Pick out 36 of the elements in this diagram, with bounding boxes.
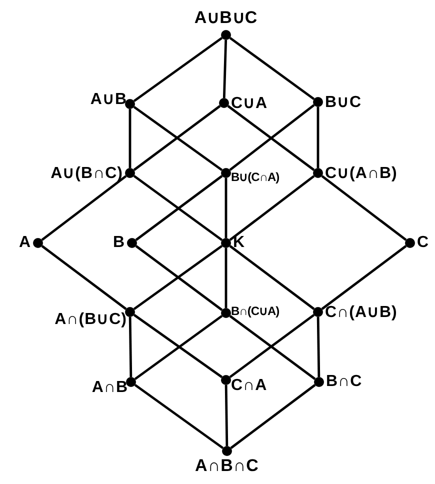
lattice-edge [316, 316, 320, 378]
lattice-edge [222, 40, 228, 98]
lattice-edge [41, 175, 127, 241]
vertex-label: K [233, 234, 246, 252]
lattice-edge [128, 109, 132, 168]
vertex-label: A∪(B∩C) [50, 164, 123, 183]
vertex-label: C∪(A∩B) [325, 164, 398, 183]
vertex-label: A∩B [92, 379, 128, 397]
vertex-label: A∩(B∪C) [54, 310, 127, 329]
vertex-label: C∩(A∪B) [325, 303, 398, 322]
lattice-edge [229, 245, 315, 310]
vertex-label: B∩C [326, 373, 362, 391]
vertex-label: B∪C [325, 93, 362, 112]
lattice-edge [229, 175, 315, 241]
lattice-edge [133, 36, 223, 102]
vertex-label: C∩A [231, 377, 268, 395]
vertex-label: C [417, 234, 430, 252]
lattice-edge [41, 245, 127, 310]
lattice-edge [321, 245, 407, 310]
vertex-label: A∪B [90, 90, 127, 109]
vertex-label: B [112, 234, 125, 252]
lattice-edge [134, 384, 224, 450]
lattice-edge [229, 36, 315, 100]
lattice-edge [224, 384, 228, 446]
lattice-edge [316, 107, 320, 168]
vertex-label: B∪(C∩A) [231, 170, 280, 184]
lattice-edge [128, 316, 132, 378]
lattice-edge [230, 384, 316, 449]
lattice-edge [224, 248, 228, 308]
vertex-label: A∩B∩C [195, 456, 259, 476]
vertex-label: C∪A [231, 94, 268, 113]
vertex-label: A [18, 234, 31, 252]
vertex-label: A∪B∪C [194, 7, 258, 28]
lattice-edge [224, 178, 228, 238]
vertex-label: B∩(C∪A) [231, 304, 280, 318]
lattice-edge [321, 175, 407, 241]
